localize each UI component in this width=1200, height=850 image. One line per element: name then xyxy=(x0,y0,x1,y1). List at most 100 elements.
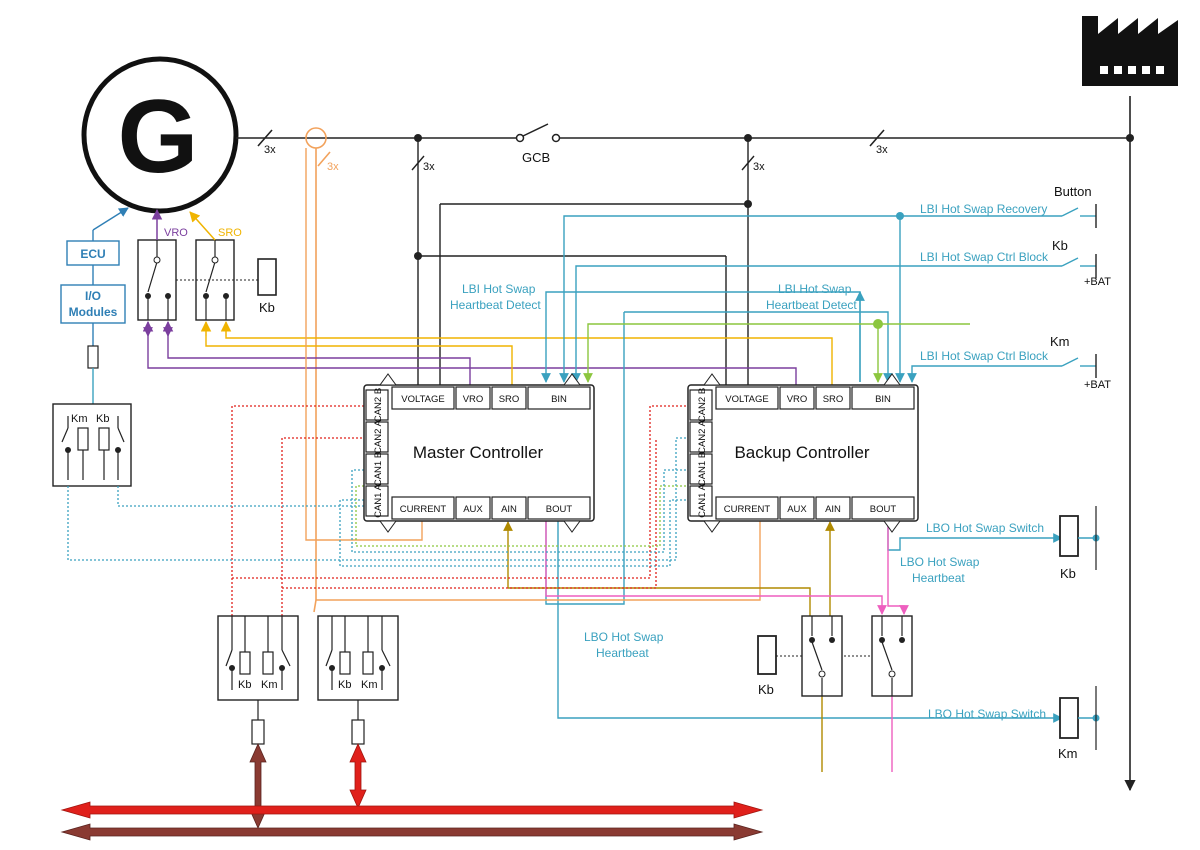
master-pin-can2a: CAN2 A xyxy=(373,419,384,453)
sro-wires xyxy=(205,336,833,385)
backup-pin-current: CURRENT xyxy=(724,504,771,515)
factory-icon xyxy=(1082,16,1178,86)
kb-coil-bottom-label: Kb xyxy=(758,682,774,697)
backup-pin-ain: AIN xyxy=(825,504,841,515)
master-pin-bin: BIN xyxy=(551,394,567,405)
backup-pin-bout: BOUT xyxy=(870,504,897,515)
io-modules-block: I/O Modules xyxy=(60,284,126,324)
master-lbi-hb-label-2: Heartbeat Detect xyxy=(450,298,541,312)
generator: G xyxy=(81,56,239,214)
green-wires xyxy=(583,323,970,383)
gcb-breaker xyxy=(515,123,561,143)
ecu-block: ECU xyxy=(66,240,120,266)
can-relay-1-kb: Kb xyxy=(238,679,251,691)
bus-3x-label-2: 3x xyxy=(876,144,888,156)
master-pin-ain: AIN xyxy=(501,504,517,515)
backup-lbo-hb-label-1: LBO Hot Swap xyxy=(900,555,980,569)
kb-coil-top-label: Kb xyxy=(259,300,275,315)
kb-ctrl-block-switch xyxy=(1061,254,1097,278)
backup-lbi-hb-label-2: Heartbeat Detect xyxy=(766,298,857,312)
km-switch-label: Km xyxy=(1050,334,1070,349)
io-relay-box: Km Kb xyxy=(52,403,132,487)
can-link-arrow-2 xyxy=(349,743,367,809)
master-pin-can1a: CAN1 A xyxy=(373,483,384,517)
master-lbo-hb-label-2: Heartbeat xyxy=(596,646,649,660)
plus-bat-label-1: +BAT xyxy=(1084,276,1111,288)
ecu-wiring xyxy=(92,207,129,346)
main-busbar xyxy=(236,96,1136,792)
button-label: Button xyxy=(1054,184,1092,199)
can-bus-wires xyxy=(67,405,688,616)
km-coil-right-label: Km xyxy=(1058,746,1078,761)
can-link-arrow-1 xyxy=(249,743,267,829)
can-relay-1-km: Km xyxy=(261,679,278,691)
io-modules-label-2: Modules xyxy=(69,305,118,319)
ct-3x-label: 3x xyxy=(327,161,339,173)
can-bus-red xyxy=(60,801,764,819)
io-modules-label-1: I/O xyxy=(85,289,101,303)
current-wires xyxy=(305,148,761,601)
can-relay-box-1: Kb Km xyxy=(217,615,299,701)
lbo-switch-label-2: LBO Hot Swap Switch xyxy=(928,707,1046,721)
ecu-label: ECU xyxy=(80,247,105,261)
sro-label: SRO xyxy=(218,227,242,239)
master-pin-aux: AUX xyxy=(463,504,483,515)
vro-relay xyxy=(137,239,177,321)
backup-pin-can2b: CAN2 B xyxy=(697,388,708,422)
lbo-switch-label-1: LBO Hot Swap Switch xyxy=(926,521,1044,535)
kb-coil-top xyxy=(257,258,277,296)
km-coil-right xyxy=(1059,686,1100,750)
master-controller-title: Master Controller xyxy=(413,443,544,462)
backup-pin-can2a: CAN2 A xyxy=(697,419,708,453)
io-relay-kb-label: Kb xyxy=(96,413,109,425)
io-relay-km-label: Km xyxy=(71,413,88,425)
gcb-label: GCB xyxy=(522,150,550,165)
master-lbi-hb-label-1: LBI Hot Swap xyxy=(462,282,536,296)
master-pin-current: CURRENT xyxy=(400,504,447,515)
can-relay-2-km: Km xyxy=(361,679,378,691)
voltage-taps xyxy=(411,138,755,385)
io-fuse xyxy=(87,345,99,369)
kb-coil-right xyxy=(1059,506,1100,570)
lbi-ctrl-block-label-2: LBI Hot Swap Ctrl Block xyxy=(920,349,1049,363)
can-bus-darkred xyxy=(60,823,764,841)
backup-lbo-hb-label-2: Heartbeat xyxy=(912,571,965,585)
master-pin-can2b: CAN2 B xyxy=(373,388,384,422)
master-pin-voltage: VOLTAGE xyxy=(401,394,444,405)
can-fuse-1 xyxy=(251,719,265,745)
km-ctrl-block-switch xyxy=(1061,354,1097,378)
master-pin-can1b: CAN1 B xyxy=(373,452,384,486)
generator-letter: G xyxy=(118,79,199,195)
backup-pin-bin: BIN xyxy=(875,394,891,405)
button-recovery-switch xyxy=(1061,204,1097,228)
backup-pin-aux: AUX xyxy=(787,504,807,515)
can-relay-box-2: Kb Km xyxy=(317,615,399,701)
backup-pin-voltage: VOLTAGE xyxy=(725,394,768,405)
backup-pin-can1a: CAN1 A xyxy=(697,483,708,517)
backup-pin-can1b: CAN1 B xyxy=(697,452,708,486)
current-transformer xyxy=(305,127,331,613)
ain-wires xyxy=(503,521,835,772)
master-pin-sro: SRO xyxy=(499,394,520,405)
backup-controller-title: Backup Controller xyxy=(734,443,869,462)
ain-relay xyxy=(801,615,843,697)
can-fuse-2 xyxy=(351,719,365,745)
master-controller: VOLTAGE VRO SRO BIN CURRENT AUX AIN BOUT… xyxy=(363,373,595,533)
bout-wires xyxy=(545,520,909,772)
master-pin-vro: VRO xyxy=(463,394,484,405)
lbi-ctrl-block-label-1: LBI Hot Swap Ctrl Block xyxy=(920,250,1049,264)
kb-coil-right-label: Kb xyxy=(1060,566,1076,581)
master-lbo-hb-label-1: LBO Hot Swap xyxy=(584,630,664,644)
bus-3x-label-1: 3x xyxy=(264,144,276,156)
backup-lbi-hb-label-1: LBI Hot Swap xyxy=(778,282,852,296)
lbi-recovery-label: LBI Hot Swap Recovery xyxy=(920,202,1047,216)
backup-voltage-3x: 3x xyxy=(753,161,765,173)
master-pin-bout: BOUT xyxy=(546,504,573,515)
vro-wires xyxy=(143,327,797,385)
kb-switch-label: Kb xyxy=(1052,238,1068,253)
backup-pin-sro: SRO xyxy=(823,394,844,405)
backup-controller: VOLTAGE VRO SRO BIN CURRENT AUX AIN BOUT… xyxy=(687,373,919,533)
kb-coil-bottom xyxy=(757,635,777,675)
vro-label: VRO xyxy=(164,227,188,239)
